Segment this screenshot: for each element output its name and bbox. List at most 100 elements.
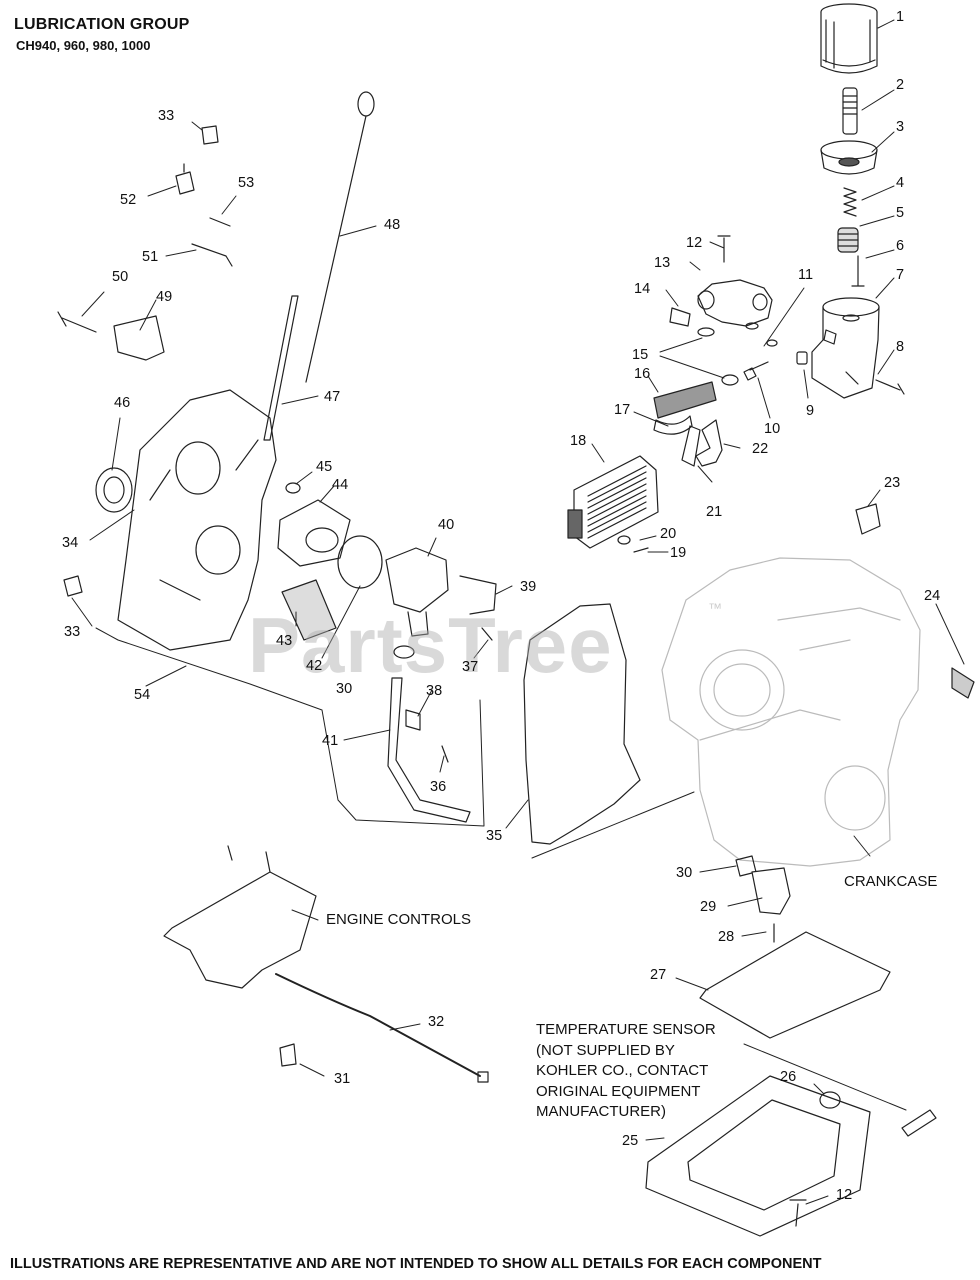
callout-1[interactable]: 1 xyxy=(896,9,905,25)
callout-9[interactable]: 9 xyxy=(806,403,815,419)
engine-controls-bracket xyxy=(163,871,317,989)
callout-27[interactable]: 27 xyxy=(650,967,667,983)
callout-52[interactable]: 52 xyxy=(120,192,137,208)
screw-36-part xyxy=(441,745,449,763)
callout-13[interactable]: 13 xyxy=(654,255,671,271)
callout-29[interactable]: 29 xyxy=(700,899,717,915)
callout-40[interactable]: 40 xyxy=(438,517,455,533)
model-list: CH940, 960, 980, 1000 xyxy=(16,38,151,53)
plug-26-part xyxy=(819,1091,841,1109)
callout-24[interactable]: 24 xyxy=(924,588,941,604)
plug-9-part xyxy=(796,351,808,365)
callout-33-bottom[interactable]: 33 xyxy=(64,624,81,640)
seal-46-part xyxy=(95,467,133,513)
callout-4[interactable]: 4 xyxy=(896,175,905,191)
callout-8[interactable]: 8 xyxy=(896,339,905,355)
callout-17[interactable]: 17 xyxy=(614,402,631,418)
valve-part xyxy=(837,227,859,253)
callout-33-top[interactable]: 33 xyxy=(158,108,175,124)
callout-14[interactable]: 14 xyxy=(634,281,651,297)
callout-41[interactable]: 41 xyxy=(322,733,339,749)
gasket-24-part xyxy=(951,667,975,699)
callout-2[interactable]: 2 xyxy=(896,77,905,93)
leader-lines xyxy=(71,19,965,1205)
plate-49-part xyxy=(113,315,165,361)
callout-11[interactable]: 11 xyxy=(798,267,814,283)
callout-5[interactable]: 5 xyxy=(896,205,905,221)
callout-18[interactable]: 18 xyxy=(570,433,587,449)
callout-45[interactable]: 45 xyxy=(316,459,333,475)
callout-51[interactable]: 51 xyxy=(142,249,159,265)
callout-16[interactable]: 16 xyxy=(634,366,651,382)
callout-25[interactable]: 25 xyxy=(622,1133,639,1149)
bracket-23-part xyxy=(855,503,881,535)
hose-22-part xyxy=(695,419,723,467)
callout-37[interactable]: 37 xyxy=(462,659,479,675)
callout-21[interactable]: 21 xyxy=(706,504,723,520)
oil-filter-part xyxy=(820,3,878,74)
callout-36[interactable]: 36 xyxy=(430,779,447,795)
callout-42[interactable]: 42 xyxy=(306,658,323,674)
dipstick-part xyxy=(305,115,367,383)
callout-47[interactable]: 47 xyxy=(324,389,341,405)
callout-23[interactable]: 23 xyxy=(884,475,901,491)
closure-plate-part xyxy=(117,389,277,651)
callout-43[interactable]: 43 xyxy=(276,633,293,649)
callout-12-top[interactable]: 12 xyxy=(686,235,703,251)
callout-38[interactable]: 38 xyxy=(426,683,443,699)
engine-controls-caption: ENGINE CONTROLS xyxy=(326,911,472,928)
callout-54[interactable]: 54 xyxy=(134,687,151,703)
group-bracket-54 xyxy=(95,627,485,827)
plug-33b-part xyxy=(63,575,83,597)
callout-49[interactable]: 49 xyxy=(156,289,173,305)
callout-31[interactable]: 31 xyxy=(334,1071,351,1087)
pump-rotor-44-part xyxy=(277,499,351,567)
callout-34[interactable]: 34 xyxy=(62,535,79,551)
bracket-39-part xyxy=(459,575,497,615)
adapter-29-part xyxy=(751,867,791,915)
callout-19[interactable]: 19 xyxy=(670,545,687,561)
clip-31-part xyxy=(279,1043,297,1067)
hose-17-part xyxy=(653,415,693,435)
filter-adapter-part xyxy=(820,140,878,175)
fitting-10-part xyxy=(743,361,769,381)
callout-35[interactable]: 35 xyxy=(486,828,503,844)
callout-6[interactable]: 6 xyxy=(896,238,905,254)
callout-12-bottom[interactable]: 12 xyxy=(836,1187,853,1203)
clamp-15-part xyxy=(721,374,739,386)
callout-28[interactable]: 28 xyxy=(718,929,735,945)
callout-30-pump[interactable]: 30 xyxy=(336,681,353,697)
pressure-switch-part xyxy=(175,163,195,195)
gasket-35-part xyxy=(523,603,641,845)
callout-26[interactable]: 26 xyxy=(780,1069,797,1085)
filter-housing-part xyxy=(811,297,880,399)
spring-part xyxy=(843,187,857,217)
washer-20-part xyxy=(617,535,631,545)
hose-21-part xyxy=(681,425,701,467)
callout-39[interactable]: 39 xyxy=(520,579,537,595)
callout-32[interactable]: 32 xyxy=(428,1014,445,1030)
callout-20[interactable]: 20 xyxy=(660,526,677,542)
harness-32-part xyxy=(275,973,481,1077)
oil-pan-25-part xyxy=(645,1075,871,1237)
callout-46[interactable]: 46 xyxy=(114,395,131,411)
screw-37-part xyxy=(481,627,493,641)
callout-7[interactable]: 7 xyxy=(896,267,905,283)
callout-10[interactable]: 10 xyxy=(764,421,781,437)
callout-50[interactable]: 50 xyxy=(112,269,129,285)
watermark-trademark: ™ xyxy=(708,600,722,616)
bracket-51-part xyxy=(191,243,233,267)
gerotor-43-part xyxy=(281,579,337,641)
callout-15[interactable]: 15 xyxy=(632,347,649,363)
callout-44[interactable]: 44 xyxy=(332,477,349,493)
bolt-50-part xyxy=(57,311,97,333)
callout-3[interactable]: 3 xyxy=(896,119,905,135)
pickup-41-part xyxy=(387,677,471,823)
callout-30-pan[interactable]: 30 xyxy=(676,865,693,881)
o-ring-11-part xyxy=(766,339,778,347)
callout-53[interactable]: 53 xyxy=(238,175,255,191)
callout-22[interactable]: 22 xyxy=(752,441,769,457)
callout-48[interactable]: 48 xyxy=(384,217,401,233)
